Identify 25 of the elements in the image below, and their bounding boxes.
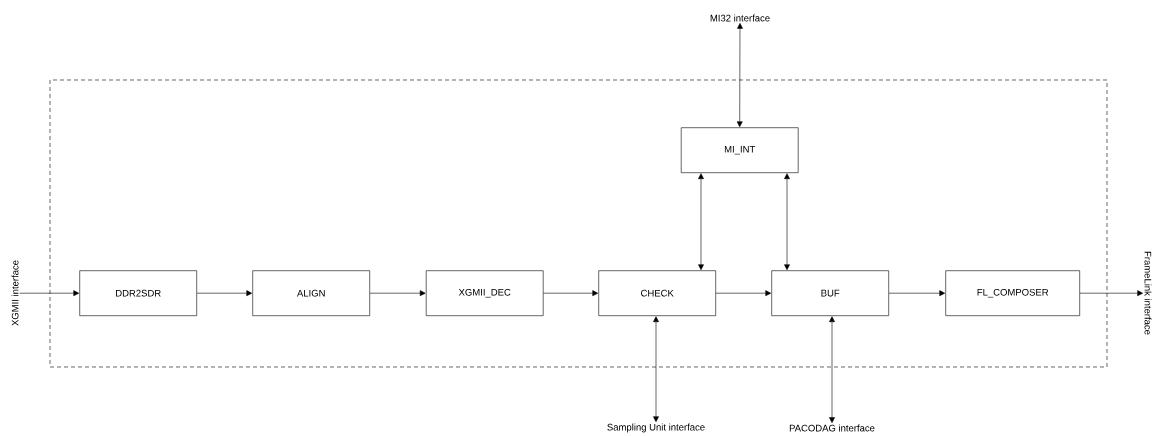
block-box: MI_INT	[680, 127, 799, 173]
arrow	[196, 290, 253, 297]
arrow	[369, 290, 426, 297]
arrow	[19, 290, 80, 297]
block-box: DDR2SDR	[79, 270, 197, 316]
arrow	[1079, 290, 1143, 297]
arrow	[829, 316, 835, 423]
dashed-frame	[49, 79, 1108, 368]
interface-label: Sampling Unit interface	[607, 423, 705, 433]
arrow	[784, 173, 790, 271]
block-box: FL_COMPOSER	[945, 270, 1080, 316]
block-box: BUF	[771, 270, 889, 316]
arrow	[715, 290, 772, 297]
arrow	[888, 290, 946, 297]
arrow	[736, 23, 743, 128]
arrow	[653, 316, 659, 422]
arrow	[698, 173, 704, 271]
arrow	[543, 290, 599, 297]
interface-label: PACODAG interface	[789, 424, 875, 432]
block-box: CHECK	[598, 270, 716, 316]
block-box: XGMII_DEC	[425, 270, 544, 316]
interface-label: MI32 interface	[710, 14, 770, 22]
interface-label: XGMII interface	[11, 260, 19, 326]
interface-label: FrameLink interface	[1144, 251, 1152, 335]
block-box: ALIGN	[252, 270, 370, 316]
